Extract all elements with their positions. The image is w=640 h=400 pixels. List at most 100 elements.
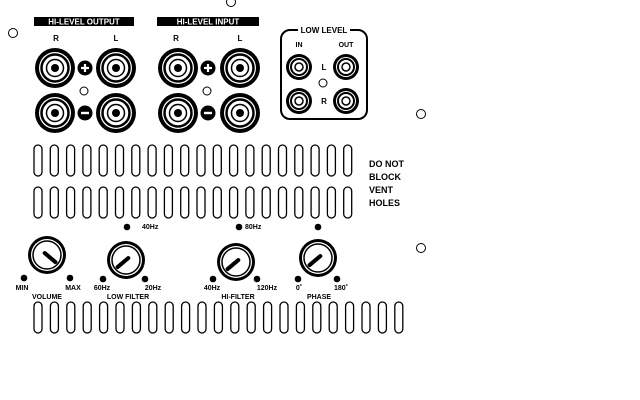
volume-knob[interactable] — [28, 236, 66, 274]
speaker-terminal[interactable] — [220, 48, 260, 88]
vent-slot — [394, 301, 404, 334]
volume-max-label: MAX — [65, 285, 81, 292]
speaker-terminals — [35, 48, 260, 133]
low-level-label-in: IN — [296, 42, 303, 49]
vent-slot — [295, 301, 306, 334]
vent-warning-line3: VENT — [369, 185, 394, 195]
speaker-terminal[interactable] — [158, 93, 198, 133]
vent-warning: DO NOT BLOCK VENT HOLES — [369, 159, 405, 208]
hi-output-label-l: L — [114, 34, 119, 43]
mounting-holes — [8, 0, 426, 253]
vent-slot — [277, 186, 288, 219]
scale-dot — [123, 223, 131, 231]
scale-dot — [209, 275, 217, 283]
vent-slot — [228, 186, 239, 219]
phase-max-label: 180˚ — [334, 284, 348, 292]
vent-slot — [261, 186, 271, 219]
hi-output-title: HI-LEVEL OUTPUT — [48, 18, 120, 27]
scale-dot — [66, 274, 74, 282]
vent-slot — [294, 144, 304, 177]
speaker-terminal[interactable] — [35, 93, 75, 133]
knob-pointer — [307, 254, 323, 268]
rca-jack[interactable] — [286, 88, 312, 114]
hi-input-title: HI-LEVEL INPUT — [177, 18, 240, 27]
vent-slot — [326, 144, 337, 177]
rca-jack[interactable] — [333, 88, 359, 114]
vent-slot — [196, 144, 206, 177]
mounting-hole-icon — [8, 28, 18, 38]
vent-slot — [310, 186, 320, 219]
polarity-signs — [77, 60, 216, 121]
scale-dot — [20, 274, 28, 282]
hi-input-label-l: L — [238, 34, 243, 43]
vent-slot — [180, 186, 190, 219]
vent-slot — [114, 144, 125, 177]
speaker-terminal[interactable] — [96, 48, 136, 88]
hi-output-label-r: R — [53, 34, 59, 43]
hi-level-output-header: HI-LEVEL OUTPUT — [34, 17, 134, 27]
vent-slot — [147, 144, 157, 177]
minus-icon — [200, 105, 216, 121]
vent-slot — [180, 301, 191, 334]
low-filter-title: LOW FILTER — [107, 294, 149, 301]
phase-title: PHASE — [307, 294, 331, 301]
vent-slot — [33, 144, 43, 177]
speaker-terminal[interactable] — [220, 93, 260, 133]
rca-jack[interactable] — [286, 54, 312, 80]
scale-dot — [99, 275, 107, 283]
volume-min-label: MIN — [16, 285, 29, 292]
vent-slot — [131, 186, 141, 219]
low-level-box: LOW LEVEL IN OUT L R — [280, 25, 368, 120]
vent-slot — [148, 301, 158, 334]
speaker-terminal[interactable] — [158, 48, 198, 88]
vent-slot — [115, 301, 125, 334]
speaker-terminal[interactable] — [96, 93, 136, 133]
phase-knob[interactable] — [299, 239, 337, 277]
vent-slot — [277, 144, 288, 177]
hi-filter-title: HI-FILTER — [221, 294, 254, 301]
vent-slot — [82, 144, 92, 177]
vent-slot — [213, 301, 224, 334]
vent-slot — [245, 186, 255, 219]
vent-slot — [377, 301, 388, 334]
vent-slot — [163, 144, 174, 177]
scale-dot — [294, 275, 302, 283]
vent-slot — [49, 186, 59, 219]
speaker-terminal[interactable] — [35, 48, 75, 88]
center-hole — [318, 78, 328, 88]
vent-slot — [49, 301, 60, 334]
vent-slot — [98, 301, 109, 334]
control-knobs — [20, 223, 341, 283]
scale-dot — [333, 275, 341, 283]
vent-slot — [294, 186, 304, 219]
phase-min-label: 0˚ — [296, 284, 302, 292]
vent-slot — [245, 144, 255, 177]
hi-input-label-r: R — [173, 34, 179, 43]
vent-slot — [66, 301, 76, 334]
low-filter-min-label: 60Hz — [94, 285, 111, 292]
vent-slot — [65, 144, 76, 177]
hi-filter-min-label: 40Hz — [204, 285, 221, 292]
vent-slot — [230, 301, 240, 334]
hi-filter-knob[interactable] — [217, 243, 255, 281]
vent-warning-line4: HOLES — [369, 198, 400, 208]
mounting-hole-icon — [416, 243, 426, 253]
vent-slot — [196, 186, 206, 219]
vent-slot — [131, 144, 141, 177]
center-hole — [79, 86, 89, 96]
rca-jack[interactable] — [333, 54, 359, 80]
vent-slot — [33, 186, 43, 219]
low-level-label-r: R — [321, 97, 327, 106]
plus-icon — [77, 60, 93, 76]
knob-pointer — [225, 258, 241, 272]
vent-slot — [212, 186, 222, 219]
volume-title: VOLUME — [32, 294, 62, 301]
low-level-label-l: L — [322, 63, 327, 72]
vent-slot — [312, 301, 322, 334]
vent-slot — [164, 301, 174, 334]
vent-slots — [33, 144, 404, 334]
hi-filter-max-label: 120Hz — [257, 285, 278, 292]
low-filter-knob[interactable] — [107, 241, 145, 279]
vent-slot — [279, 301, 289, 334]
vent-slot — [197, 301, 207, 334]
